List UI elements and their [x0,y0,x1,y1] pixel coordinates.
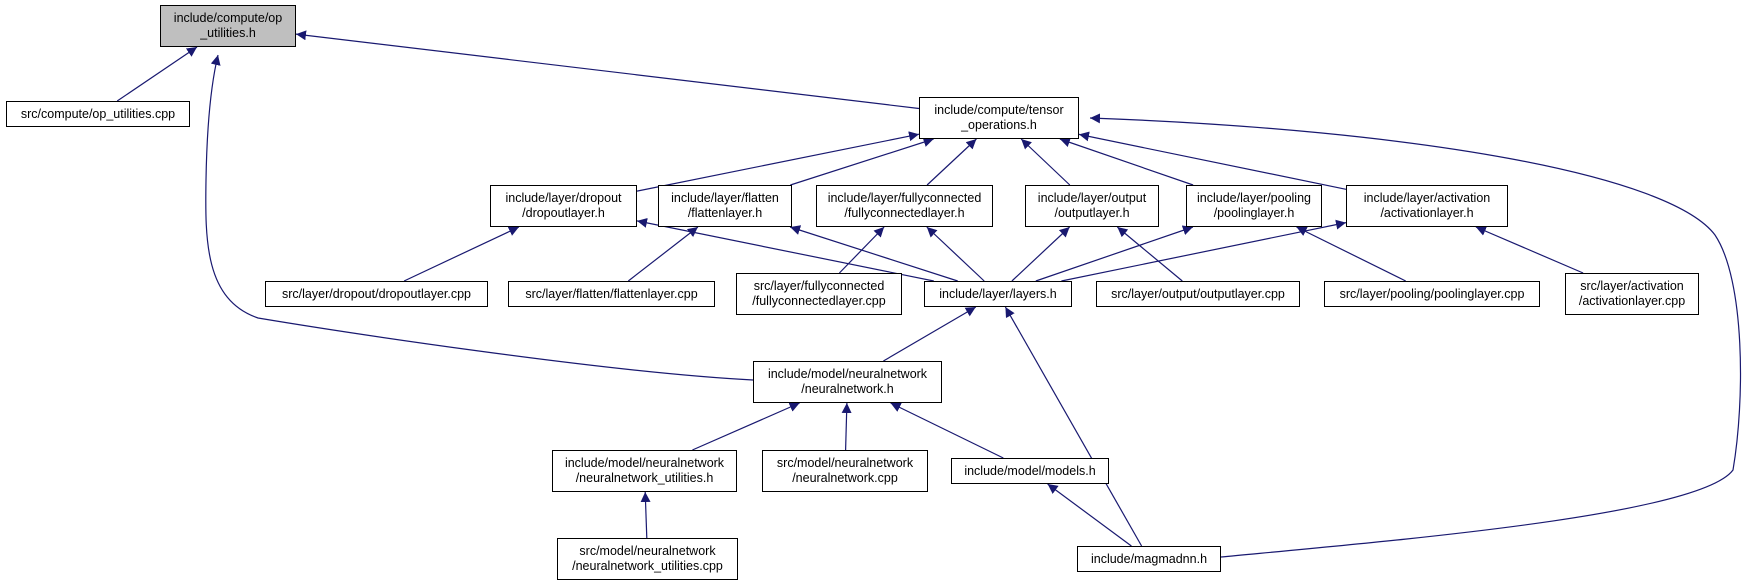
node-label-line: /neuralnetwork_utilities.cpp [572,559,723,573]
node-label-line: include/compute/tensor [934,103,1064,117]
node-label-line: include/layer/fullyconnected [827,191,982,205]
node-neuralnetwork-utilities-h[interactable]: include/model/neuralnetwork/neuralnetwor… [552,450,737,492]
node-label-line: /neuralnetwork_utilities.h [575,471,714,485]
node-label-line: include/magmadnn.h [1090,551,1208,566]
node-outputlayer-cpp[interactable]: src/layer/output/outputlayer.cpp [1096,281,1300,307]
node-label-line: src/layer/dropout/dropoutlayer.cpp [282,286,471,301]
node-fullyconnectedlayer-cpp[interactable]: src/layer/fullyconnected/fullyconnectedl… [736,273,902,315]
node-op-utilities-h: include/compute/op_utilities.h [160,5,296,47]
node-label-line: /activationlayer.h [1380,206,1474,220]
node-flattenlayer-h[interactable]: include/layer/flatten/flattenlayer.h [658,185,792,227]
edge-neuralnetwork_cpp-to-neuralnetwork_h [841,402,852,451]
edge-outputlayer_h-to-tensor_operations_h [1020,138,1071,186]
edge-fullyconnectedlayer_h-to-tensor_operations_h [926,138,977,186]
edge-op_utilities_cpp-to-op_utilities_h [116,46,198,102]
edge-flattenlayer_h-to-tensor_operations_h [790,137,934,186]
node-label-line: src/compute/op_utilities.cpp [20,106,176,121]
edge-activationlayer_cpp-to-activationlayer_h [1475,226,1584,274]
node-fullyconnectedlayer-h[interactable]: include/layer/fullyconnected/fullyconnec… [816,185,993,227]
node-poolinglayer-h[interactable]: include/layer/pooling/poolinglayer.h [1186,185,1322,227]
node-label-line: src/model/neuralnetwork [579,544,716,558]
node-magmadnn-h[interactable]: include/magmadnn.h [1077,546,1221,572]
edge-neuralnetwork_h-to-op_utilities_h [205,54,754,381]
node-label-line: include/layer/dropout [505,191,622,205]
node-label-line: _operations.h [961,118,1037,132]
node-models-h[interactable]: include/model/models.h [951,458,1109,484]
node-label-line: src/model/neuralnetwork [776,456,914,470]
node-activationlayer-cpp[interactable]: src/layer/activation/activationlayer.cpp [1565,273,1699,315]
edge-neuralnetwork_utilities_cpp-to-neuralnetwork_utilities_h [640,491,651,539]
edge-poolinglayer_h-to-tensor_operations_h [1059,137,1194,186]
edge-neuralnetwork_utilities_h-to-neuralnetwork_h [692,402,800,451]
edge-layers_h-to-activationlayer_h [1061,219,1347,282]
node-label-line: src/layer/flatten/flattenlayer.cpp [525,286,698,301]
edge-layers_h-to-outputlayer_h [1011,226,1071,282]
edge-layers_h-to-fullyconnectedlayer_h [926,226,985,282]
edge-layers_h-to-flattenlayer_h [789,225,958,282]
node-label-line: /activationlayer.cpp [1578,294,1686,308]
node-label-line: /neuralnetwork.h [801,382,894,396]
node-label-line: _utilities.h [200,26,256,40]
node-label-line: include/model/neuralnetwork [564,456,725,470]
edge-neuralnetwork_h-to-layers_h [883,306,977,362]
edge-magmadnn_h-to-tensor_operations_h [1089,113,1742,558]
node-label-line: include/model/models.h [964,463,1096,478]
edge-outputlayer_cpp-to-outputlayer_h [1116,226,1183,282]
node-op-utilities-cpp[interactable]: src/compute/op_utilities.cpp [6,101,190,127]
edge-layers_h-to-dropoutlayer_h [636,217,934,282]
edge-dropoutlayer_cpp-to-dropoutlayer_h [403,226,520,282]
node-label-line: /fullyconnectedlayer.h [844,206,965,220]
edge-poolinglayer_cpp-to-poolinglayer_h [1296,226,1406,282]
node-layers-h[interactable]: include/layer/layers.h [924,281,1072,307]
node-dropoutlayer-cpp[interactable]: src/layer/dropout/dropoutlayer.cpp [265,281,488,307]
node-label-line: /neuralnetwork.cpp [792,471,898,485]
node-label-line: include/layer/layers.h [939,286,1057,301]
node-label-line: /poolinglayer.h [1213,206,1295,220]
node-label-line: /dropoutlayer.h [522,206,605,220]
edge-magmadnn_h-to-layers_h [1004,306,1143,547]
node-neuralnetwork-cpp[interactable]: src/model/neuralnetwork/neuralnetwork.cp… [762,450,928,492]
edge-activationlayer_h-to-tensor_operations_h [1078,131,1347,190]
node-label-line: /outputlayer.h [1054,206,1130,220]
node-label-line: src/layer/fullyconnected [753,279,885,293]
edge-tensor_operations_h-to-op_utilities_h [295,30,920,110]
node-label-line: include/layer/flatten [671,191,779,205]
edge-models_h-to-neuralnetwork_h [890,402,1004,459]
edge-flattenlayer_cpp-to-flattenlayer_h [627,226,699,282]
node-outputlayer-h[interactable]: include/layer/output/outputlayer.h [1025,185,1159,227]
node-neuralnetwork-utilities-cpp[interactable]: src/model/neuralnetwork/neuralnetwork_ut… [557,538,738,580]
node-tensor-operations-h[interactable]: include/compute/tensor_operations.h [919,97,1079,139]
node-dropoutlayer-h[interactable]: include/layer/dropout/dropoutlayer.h [490,185,637,227]
node-flattenlayer-cpp[interactable]: src/layer/flatten/flattenlayer.cpp [508,281,715,307]
node-activationlayer-h[interactable]: include/layer/activation/activationlayer… [1346,185,1508,227]
node-label-line: src/layer/output/outputlayer.cpp [1111,286,1285,301]
node-label-line: include/model/neuralnetwork [767,367,928,381]
node-label-line: include/compute/op [173,11,283,25]
edge-dropoutlayer_h-to-tensor_operations_h [636,131,920,192]
node-label-line: include/layer/pooling [1197,191,1311,205]
node-label-line: include/layer/output [1037,191,1147,205]
node-label-line: /fullyconnectedlayer.cpp [752,294,886,308]
node-poolinglayer-cpp[interactable]: src/layer/pooling/poolinglayer.cpp [1324,281,1540,307]
node-label-line: src/layer/activation [1580,279,1684,293]
edge-layers_h-to-poolinglayer_h [1035,225,1194,282]
node-label-line: src/layer/pooling/poolinglayer.cpp [1339,286,1525,301]
node-label-line: /flattenlayer.h [687,206,763,220]
edge-magmadnn_h-to-models_h [1047,483,1132,547]
edge-fullyconnectedlayer_cpp-to-fullyconnectedlayer_h [838,226,885,274]
node-neuralnetwork-h[interactable]: include/model/neuralnetwork/neuralnetwor… [753,361,942,403]
node-label-line: include/layer/activation [1363,191,1491,205]
